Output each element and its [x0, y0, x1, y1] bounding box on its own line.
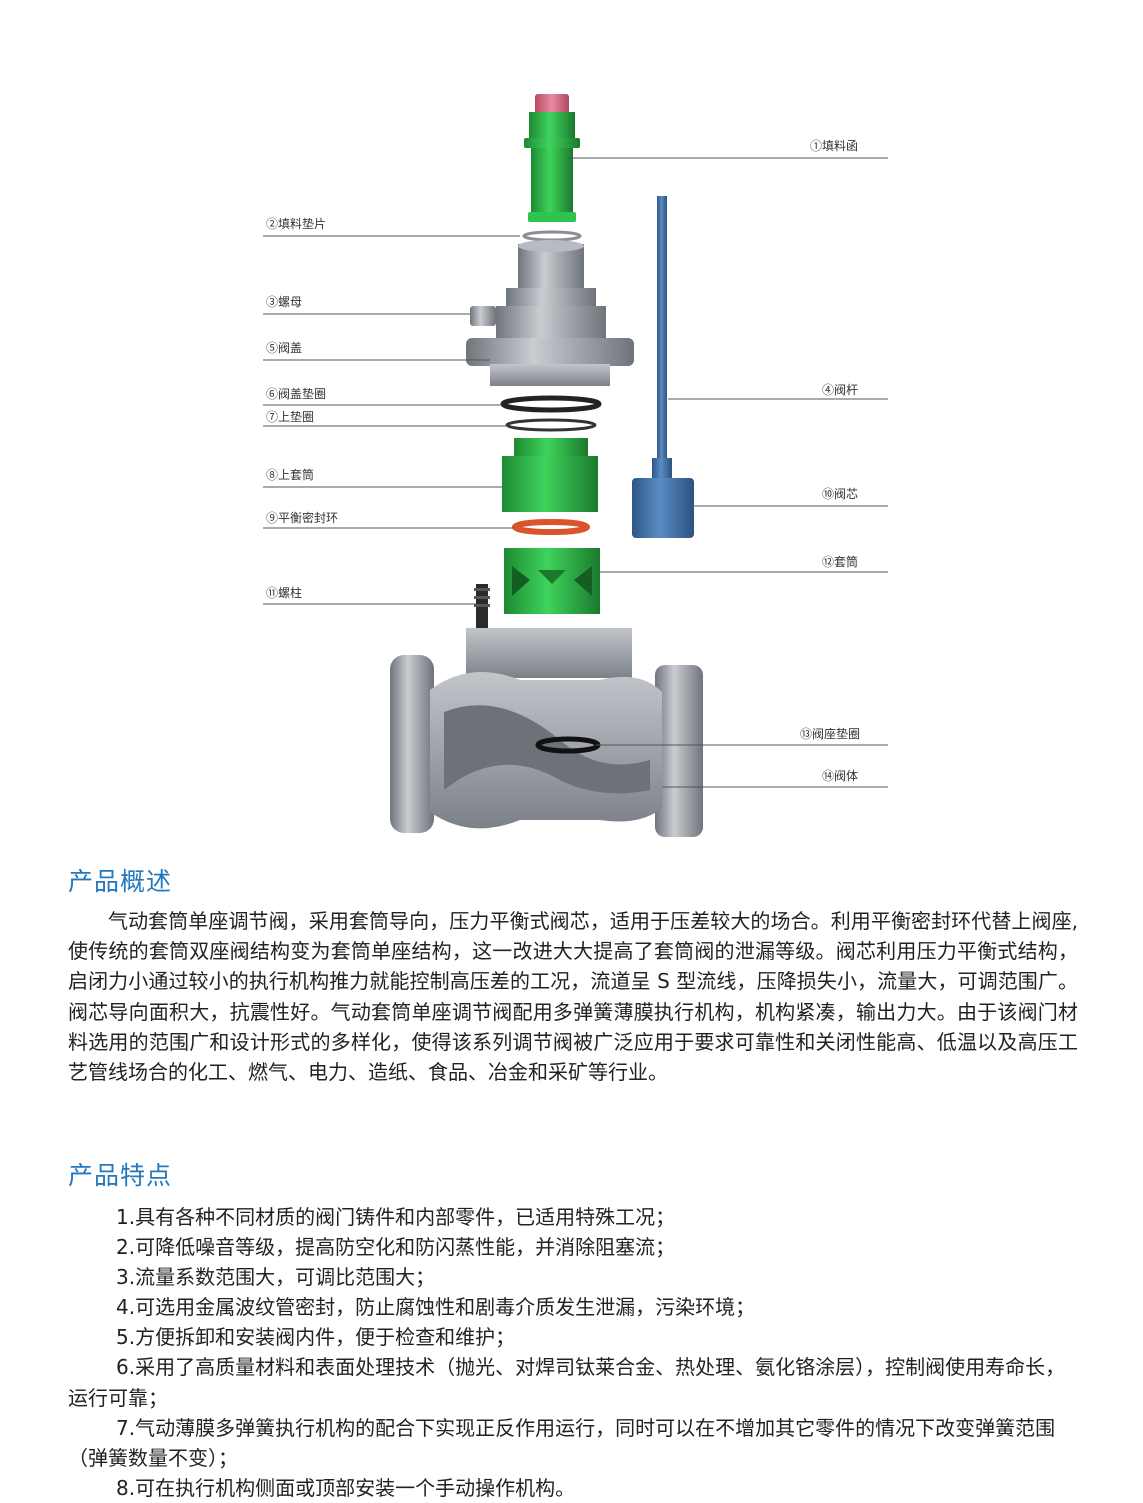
callout-stem: ④阀杆 — [822, 383, 858, 397]
feature-item: 3.流量系数范围大，可调比范围大； — [116, 1265, 436, 1290]
feature-item: 6.采用了高质量材料和表面处理技术（抛光、对焊司钛莱合金、热处理、氨化铬涂层），… — [68, 1355, 1066, 1410]
callout-balance-seal-ring: ⑨平衡密封环 — [266, 510, 338, 525]
callout-cage-sleeve: ⑫套筒 — [822, 554, 858, 569]
feature-item: 7.气动薄膜多弹簧执行机构的配合下实现正反作用运行，同时可以在不增加其它零件的情… — [68, 1415, 1056, 1470]
packing-box-part — [524, 94, 580, 222]
balance-seal-ring-part — [512, 519, 590, 535]
stud-part — [474, 584, 490, 640]
upper-gasket-part — [505, 418, 597, 432]
overview-heading: 产品概述 — [68, 867, 173, 896]
callout-valve-plug: ⑩阀芯 — [822, 487, 858, 501]
overview-paragraph: 气动套筒单座调节阀，采用套筒导向，压力平衡式阀芯，适用于压差较大的场合。利用平衡… — [68, 909, 1078, 1085]
feature-item: 5.方便拆卸和安装阀内件，便于检查和维护； — [116, 1325, 516, 1350]
overview-body: 气动套筒单座调节阀，采用套筒导向，压力平衡式阀芯，适用于压差较大的场合。利用平衡… — [68, 906, 1078, 1087]
feature-item: 4.可选用金属波纹管密封，防止腐蚀性和剧毒介质发生泄漏，污染环境； — [116, 1295, 756, 1320]
feature-item: 2.可降低噪音等级，提高防空化和防闪蒸性能，并消除阻塞流； — [116, 1235, 676, 1260]
bonnet-gasket-part — [500, 395, 602, 413]
callout-seat-gasket: ⑬阀座垫圈 — [800, 726, 860, 741]
callout-bonnet: ⑤阀盖 — [266, 341, 302, 355]
callout-valve-body: ⑭阀体 — [822, 769, 858, 783]
callout-leaders — [263, 157, 888, 788]
upper-sleeve-part — [502, 438, 598, 512]
callout-packing-gasket: ②填料垫片 — [266, 216, 326, 231]
callout-bonnet-gasket: ⑥阀盖垫圈 — [266, 386, 326, 401]
callout-packing-box: ①填料函 — [810, 139, 858, 153]
features-heading: 产品特点 — [68, 1161, 173, 1190]
callout-upper-sleeve: ⑧上套筒 — [266, 467, 314, 482]
feature-item: 1.具有各种不同材质的阀门铸件和内部零件，已适用特殊工况； — [116, 1205, 676, 1229]
cage-sleeve-part — [504, 548, 600, 614]
features-list: 1.具有各种不同材质的阀门铸件和内部零件，已适用特殊工况； 2.可降低噪音等级，… — [68, 1202, 1078, 1503]
callout-stud: ⑪螺柱 — [266, 585, 302, 600]
valve-body-part — [390, 628, 703, 837]
nut-part — [470, 306, 496, 326]
callout-upper-gasket: ⑦上垫圈 — [266, 409, 314, 424]
bonnet-part — [466, 240, 634, 386]
packing-gasket-part — [522, 230, 582, 242]
stem-part — [632, 196, 694, 538]
callout-nut: ③螺母 — [266, 295, 302, 309]
feature-item: 8.可在执行机构侧面或顶部安装一个手动操作机构。 — [116, 1475, 576, 1500]
valve-exploded-diagram: ①填料函 ②填料垫片 ③螺母 ⑤阀盖 ⑥阀盖垫圈 ⑦上垫圈 ⑧上套筒 ⑨平衡密封… — [263, 94, 888, 837]
